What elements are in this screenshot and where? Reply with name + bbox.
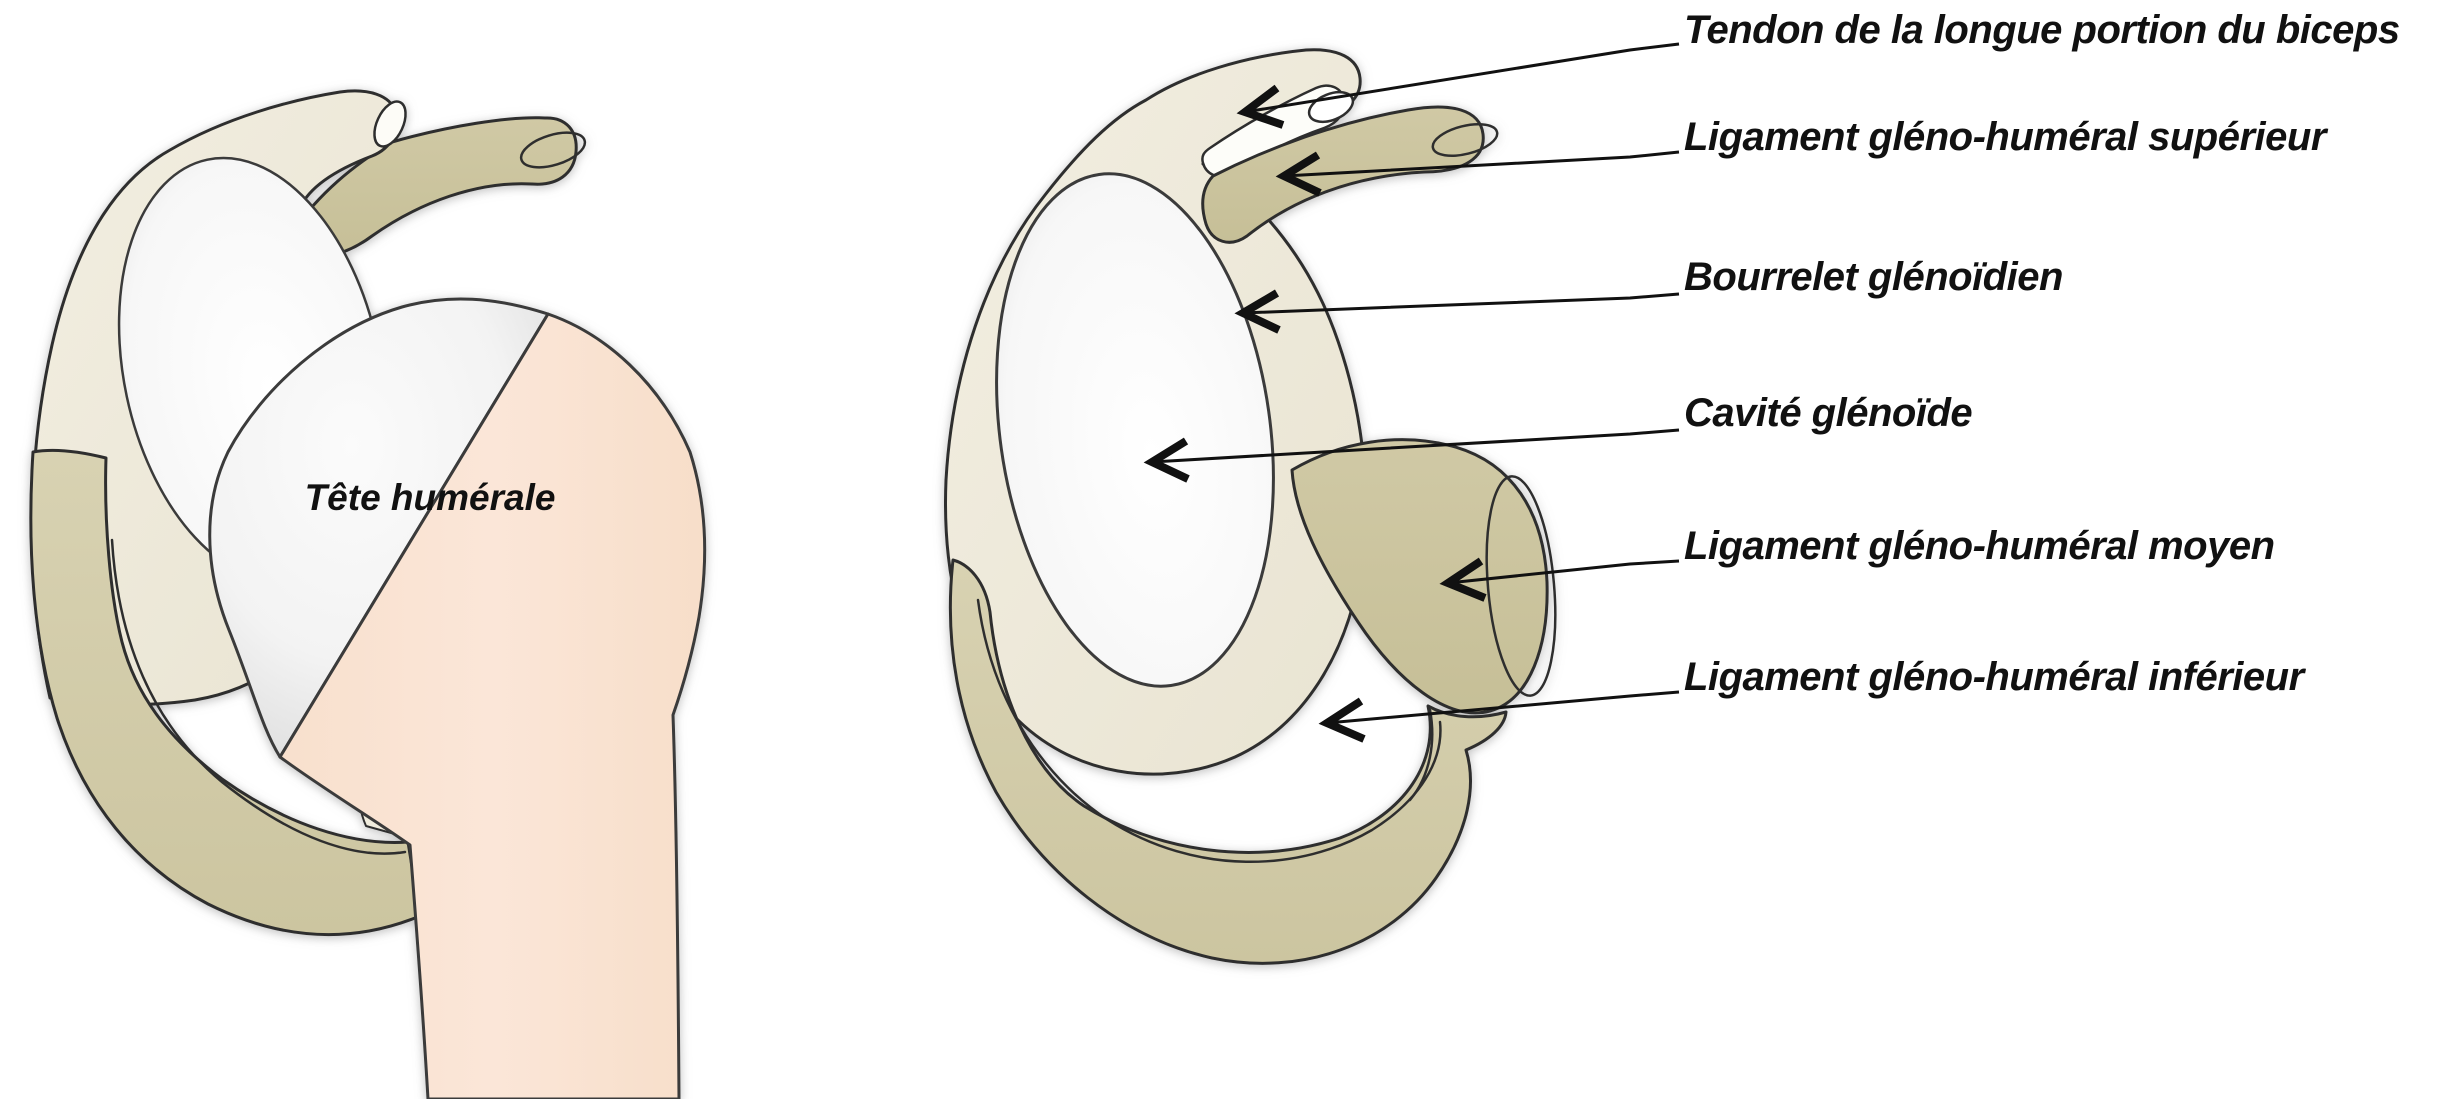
- arrowhead-cavite: [1143, 437, 1190, 483]
- arrowhead-ligament-inferieur: [1318, 697, 1366, 743]
- leader-lines: [1143, 42, 1680, 743]
- right-figure-glenoid-view: [944, 48, 1557, 965]
- middle-ligament-cut-end: [1485, 475, 1557, 697]
- arrowhead-ligament-superieur: [1275, 151, 1322, 197]
- superior-glenohumeral-ligament: [1201, 105, 1485, 244]
- label-tendon-biceps: Tendon de la longue portion du biceps: [1684, 8, 2400, 52]
- arrowhead-tendon-biceps: [1236, 84, 1285, 129]
- left-figure-lateral-view: [29, 89, 707, 1099]
- inferior-glenohumeral-ligament: [948, 558, 1508, 965]
- leader-line-ligament-superieur: [1283, 150, 1680, 178]
- leader-line-tendon-biceps: [1244, 42, 1680, 114]
- label-tete-humerale: Tête humérale: [304, 477, 556, 518]
- capsule-fold-line: [110, 538, 407, 855]
- coracoid-cut-end: [519, 131, 587, 169]
- label-ligament-moyen: Ligament gléno-huméral moyen: [1684, 524, 2275, 568]
- middle-glenohumeral-ligament: [1290, 438, 1549, 715]
- label-bourrelet-glenoidien: Bourrelet glénoïdien: [1684, 255, 2063, 299]
- acromion-cut-end: [373, 100, 407, 148]
- label-cavite-glenoide: Cavité glénoïde: [1684, 391, 1973, 435]
- capsule-wrap-line: [1408, 708, 1434, 802]
- leader-line-cavite: [1151, 428, 1680, 464]
- superior-ligament-cut-end: [1431, 122, 1499, 158]
- humeral-head-cartilage: [208, 297, 550, 759]
- humerus-shaft: [278, 312, 707, 1099]
- label-ligament-superieur: Ligament gléno-huméral supérieur: [1684, 115, 2326, 159]
- leader-line-bourrelet: [1242, 292, 1680, 315]
- leader-line-ligament-inferieur: [1326, 690, 1680, 725]
- arrowhead-bourrelet: [1234, 289, 1281, 334]
- joint-capsule: [29, 448, 422, 937]
- label-ligament-inferieur: Ligament gléno-huméral inférieur: [1684, 655, 2304, 699]
- glenoid-cavity: [995, 172, 1275, 688]
- arrowhead-ligament-moyen: [1439, 557, 1487, 602]
- leader-line-ligament-moyen: [1447, 559, 1680, 585]
